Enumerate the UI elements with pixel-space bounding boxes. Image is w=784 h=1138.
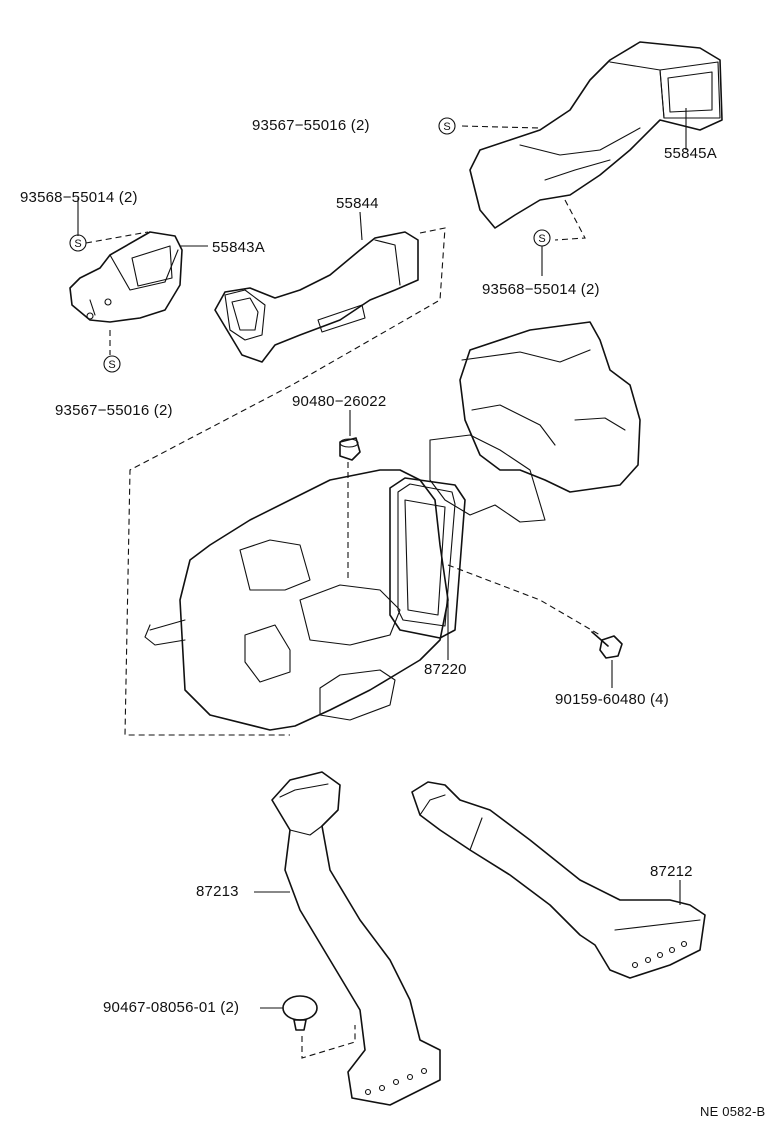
label-55844: 55844 xyxy=(336,195,379,212)
svg-text:S: S xyxy=(443,121,450,133)
label-87220: 87220 xyxy=(424,661,467,678)
label-87212: 87212 xyxy=(650,863,693,880)
label-90159-60480: 90159-60480 (4) xyxy=(555,691,669,708)
label-55843A: 55843A xyxy=(212,239,265,256)
duct-87213 xyxy=(271,771,441,1106)
label-93567-55016-top: 93567−55016 (2) xyxy=(252,117,370,134)
screw-symbol-top: S xyxy=(438,117,456,135)
svg-text:S: S xyxy=(538,233,545,245)
svg-text:S: S xyxy=(74,238,81,250)
duct-87212 xyxy=(411,781,706,979)
duct-55843A xyxy=(69,231,183,323)
svg-text:S: S xyxy=(108,359,115,371)
grommet-90480 xyxy=(339,437,361,461)
filter-87220 xyxy=(389,477,466,639)
blower-case xyxy=(429,321,641,523)
duct-55844 xyxy=(214,231,419,363)
label-93568-55014-left: 93568−55014 (2) xyxy=(20,189,138,206)
duct-55845A xyxy=(469,41,723,229)
label-93568-55014-right: 93568−55014 (2) xyxy=(482,281,600,298)
label-55845A: 55845A xyxy=(664,145,717,162)
bolt-90159 xyxy=(591,631,623,659)
heater-unit xyxy=(144,469,449,731)
clip-90467 xyxy=(282,995,318,1031)
label-93567-55016-left: 93567−55016 (2) xyxy=(55,402,173,419)
screw-symbol-left: S xyxy=(69,234,87,252)
label-90467-08056-01: 90467-08056-01 (2) xyxy=(103,999,240,1016)
screw-symbol-right: S xyxy=(533,229,551,247)
label-87213: 87213 xyxy=(196,883,239,900)
label-90480-26022: 90480−26022 xyxy=(292,393,387,410)
screw-symbol-left-lower: S xyxy=(103,355,121,373)
diagram-reference: NE 0582-B xyxy=(700,1104,766,1119)
